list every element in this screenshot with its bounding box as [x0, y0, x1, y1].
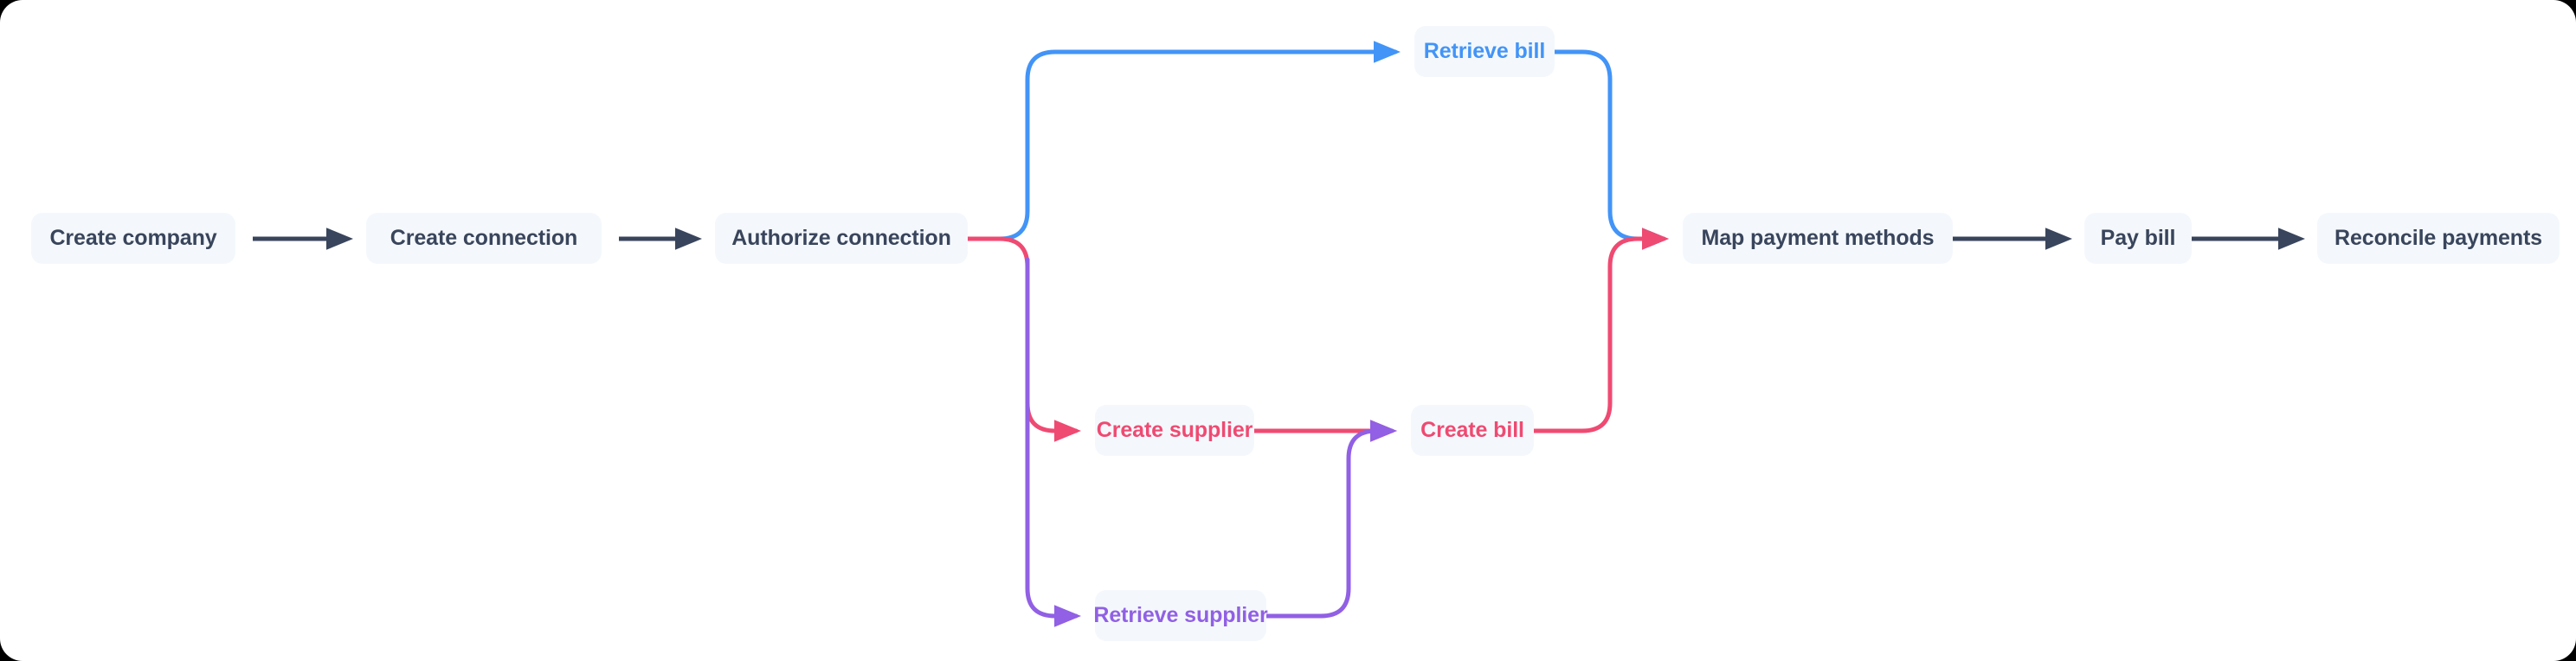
edge-create-bill-to-map-payment-methods	[1531, 228, 1669, 433]
node-label: Create supplier	[1096, 418, 1253, 442]
node-label: Map payment methods	[1701, 226, 1935, 250]
node-reconcile-payments[interactable]: Reconcile payments	[2317, 213, 2560, 264]
node-label: Retrieve bill	[1423, 39, 1546, 63]
node-authorize-connection[interactable]: Authorize connection	[715, 213, 968, 264]
node-create-supplier[interactable]: Create supplier	[1095, 405, 1254, 456]
edge-authorize-connection-to-retrieve-bill	[965, 41, 1401, 241]
node-label: Create bill	[1420, 418, 1524, 442]
node-label: Create company	[49, 226, 217, 250]
node-label: Pay bill	[2100, 226, 2176, 250]
edge-authorize-connection-to-retrieve-supplier	[1025, 257, 1081, 627]
node-label: Authorize connection	[731, 226, 951, 250]
edge-retrieve-bill-to-map-payment-methods	[1552, 49, 1669, 250]
node-retrieve-supplier[interactable]: Retrieve supplier	[1093, 590, 1268, 641]
node-pay-bill[interactable]: Pay bill	[2084, 213, 2192, 264]
edge-retrieve-supplier-to-create-bill	[1264, 420, 1397, 619]
node-retrieve-bill[interactable]: Retrieve bill	[1414, 26, 1555, 77]
node-label: Create connection	[390, 226, 578, 250]
node-label: Reconcile payments	[2334, 226, 2542, 250]
node-map-payment-methods[interactable]: Map payment methods	[1683, 213, 1953, 264]
node-label: Retrieve supplier	[1093, 603, 1268, 627]
node-create-bill[interactable]: Create bill	[1411, 405, 1534, 456]
node-create-company[interactable]: Create company	[31, 213, 235, 264]
edge-authorize-connection-to-create-supplier	[965, 236, 1081, 442]
node-create-connection[interactable]: Create connection	[366, 213, 602, 264]
